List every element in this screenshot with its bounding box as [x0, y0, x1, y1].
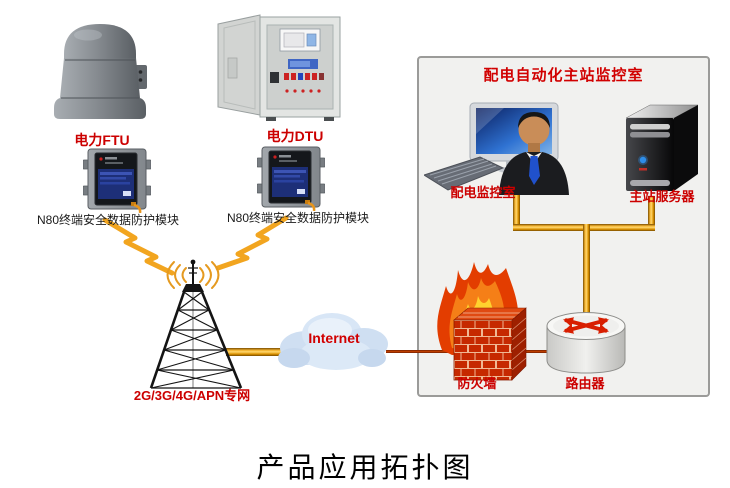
link-tower-to-internet [226, 348, 308, 356]
lightning-link-icon [102, 215, 289, 276]
ftu-label: 电力FTU [74, 132, 130, 148]
dtu-label: 电力DTU [266, 128, 324, 144]
server-label: 主站服务器 [629, 189, 695, 204]
diagram-caption: 产品应用拓扑图 [256, 453, 474, 484]
ftu-device-icon [54, 24, 147, 119]
link-server-down [648, 196, 655, 231]
person-icon [499, 112, 569, 195]
station-title: 配电自动化主站监控室 [483, 67, 644, 84]
link-bus-to-router [583, 224, 590, 319]
server-icon [625, 104, 699, 191]
keyboard-icon [424, 156, 505, 191]
router-arrows-icon [563, 317, 609, 334]
n80-module-icon [257, 146, 325, 211]
n80-module-icon [83, 148, 151, 213]
internet-cloud-icon [278, 313, 388, 370]
router-label: 路由器 [565, 376, 605, 391]
firewall-icon [437, 262, 527, 381]
tower-network-label: 2G/3G/4G/APN专网 [133, 388, 251, 403]
link-workstation-down [513, 191, 520, 231]
workstation-label: 配电监控室 [450, 185, 516, 200]
n80-right-label: N80终端安全数据防护模块 [226, 211, 369, 225]
dtu-cabinet-icon [217, 14, 341, 121]
internet-label: Internet [308, 330, 360, 346]
firewall-label: 防火墙 [457, 376, 497, 391]
router-icon [546, 312, 626, 374]
radio-waves-icon [166, 261, 220, 289]
operator-workstation-icon [424, 102, 569, 195]
n80-left-label: N80终端安全数据防护模块 [36, 213, 179, 227]
radio-tower-icon [149, 259, 243, 389]
